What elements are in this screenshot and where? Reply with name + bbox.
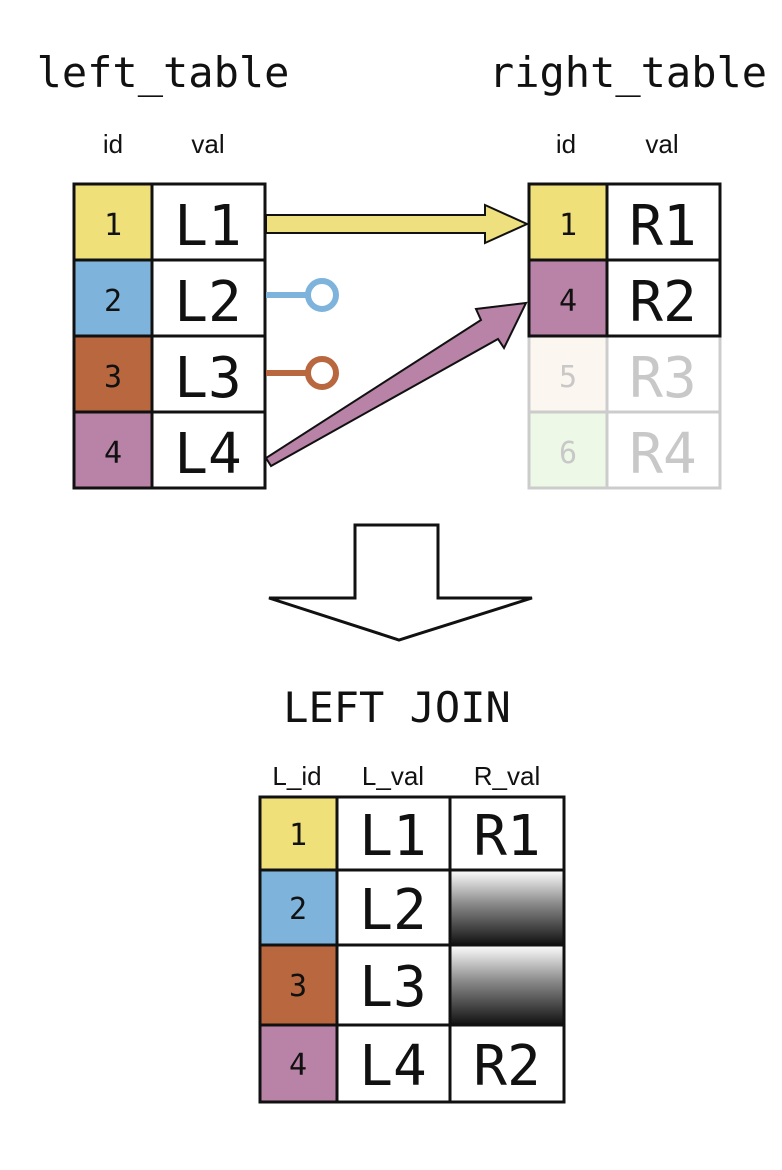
left-row-2-id: 2	[104, 284, 122, 319]
result-row-4-rval-cell	[448, 1023, 566, 1104]
left-row-1-id: 1	[104, 208, 122, 243]
left-row-4-val: L4	[174, 422, 241, 487]
right-header-val: val	[645, 129, 678, 159]
left-row-1-val: L1	[174, 194, 241, 259]
result-row-4-l-val: L4	[359, 1034, 426, 1099]
result-row-1-l-val: L1	[359, 804, 426, 869]
result-row-2-lval-cell	[335, 868, 452, 947]
match-arrow-row-4	[264, 301, 528, 468]
left-table: 1 L1 2 L2 3 L3 4 L4	[72, 182, 267, 490]
left-row-2-val: L2	[174, 270, 241, 335]
operation-label: LEFT JOIN	[283, 683, 511, 732]
result-header-r-val: R_val	[474, 761, 540, 791]
result-row-2-l-val: L2	[359, 878, 426, 943]
right-row-3-id: 5	[559, 360, 577, 395]
left-row-1-val-cell	[150, 182, 267, 262]
right-row-2-val-cell	[605, 258, 722, 338]
result-row-2-l-id: 2	[289, 892, 307, 927]
right-row-2-id: 4	[559, 284, 577, 319]
match-arrow-row-1	[265, 203, 530, 245]
result-row-4-r-val: R2	[473, 1034, 540, 1099]
right-row-2-val: R2	[629, 270, 696, 335]
no-match-connector-row-3	[266, 356, 339, 390]
result-row-2-id-cell	[258, 868, 339, 947]
left-row-4-id: 4	[104, 436, 122, 471]
right-row-1-id: 1	[559, 208, 577, 243]
no-match-connector-row-2	[266, 278, 339, 312]
result-header-l-val: L_val	[362, 761, 424, 791]
left-row-4-val-cell	[150, 410, 267, 490]
result-row-3-null-cell	[448, 943, 566, 1027]
left-row-3-val-cell	[150, 334, 267, 414]
result-header-l-id: L_id	[272, 761, 321, 791]
left-header-val: val	[191, 129, 224, 159]
result-row-1-l-id: 1	[289, 818, 307, 853]
right-row-4-val-cell	[605, 410, 722, 490]
right-row-1-val: R1	[629, 194, 696, 259]
right-table: 1 R1 4 R2 5 R3 6 R4	[527, 182, 722, 490]
right-table-title: right_table	[489, 48, 767, 97]
left-row-4-id-cell	[72, 410, 154, 490]
right-row-3-val: R3	[629, 346, 696, 411]
left-header-id: id	[103, 129, 123, 159]
left-table-title: left_table	[37, 48, 290, 97]
result-row-3-lval-cell	[335, 943, 452, 1027]
down-arrow	[268, 523, 533, 642]
right-row-4-val: R4	[629, 422, 696, 487]
left-row-3-val: L3	[174, 346, 241, 411]
result-row-3-l-val: L3	[359, 955, 426, 1020]
right-row-3-val-cell	[605, 334, 722, 414]
result-row-2-null-cell	[448, 868, 566, 947]
result-row-4-id-cell	[258, 1023, 339, 1104]
result-row-1-r-val: R1	[473, 804, 540, 869]
right-row-1-val-cell	[605, 182, 722, 262]
left-row-3-id: 3	[104, 360, 122, 395]
right-header-id: id	[556, 129, 576, 159]
right-row-4-id: 6	[559, 436, 577, 471]
left-row-2-val-cell	[150, 258, 267, 338]
result-row-3-id-cell	[258, 943, 339, 1027]
result-table: 1 L1 R1 2 L2 3 L3 4 L4 R2	[258, 795, 566, 1104]
result-row-3-l-id: 3	[289, 969, 307, 1004]
result-row-1-id-cell	[258, 795, 339, 872]
result-row-4-l-id: 4	[289, 1048, 307, 1083]
